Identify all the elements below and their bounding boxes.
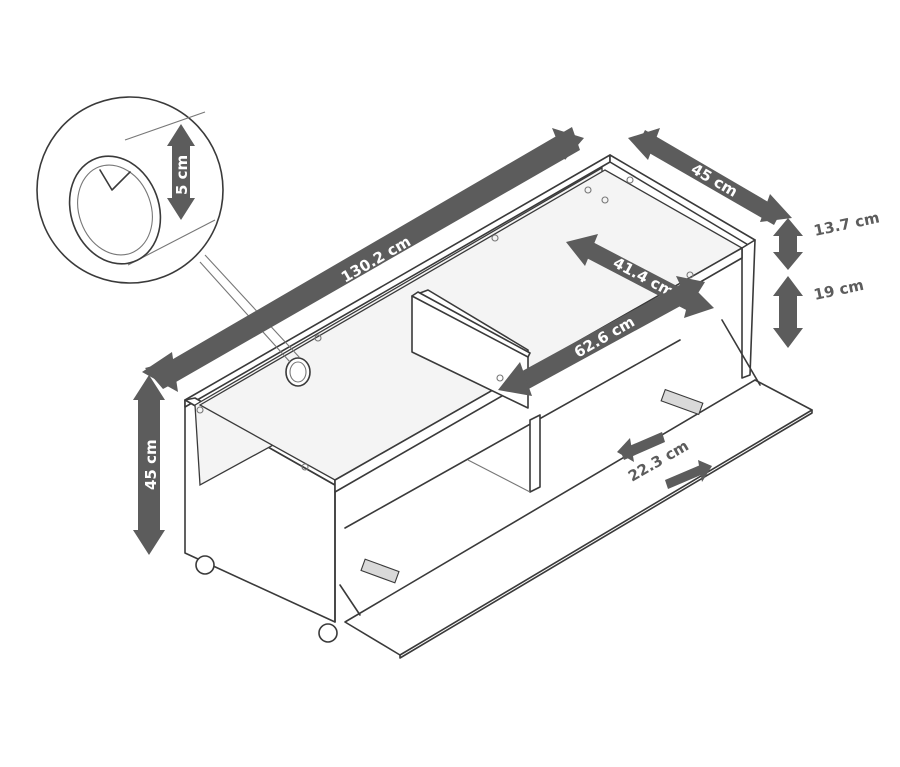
dim-height: 45 cm (133, 375, 165, 555)
dim-depth-label: 45 cm (688, 160, 741, 201)
dim-cable-hole-arrow (172, 142, 190, 202)
caster-left (195, 555, 215, 575)
dim-inner-width-arrow (515, 282, 695, 391)
dim-flap-height-label: 13.7 cm (812, 208, 881, 239)
casters (195, 555, 338, 643)
lower-inner-edge (344, 339, 681, 529)
zoom-line-bottom (204, 254, 301, 359)
lower-divider (529, 414, 541, 493)
zoom-cable-hole (68, 155, 162, 265)
zoom-line-top (199, 261, 291, 363)
dim-depth-arrow (637, 130, 782, 225)
strut-left (339, 584, 361, 616)
dowel-holes (196, 176, 694, 471)
dim-compartment-height: 19 cm (773, 276, 865, 348)
dim-flap-height-arrow (779, 232, 797, 254)
strut-right (721, 319, 761, 386)
hinge-left (360, 558, 400, 584)
dim-height-arrow (138, 395, 160, 535)
upper-divider-edge (411, 291, 531, 358)
caster-front (318, 623, 338, 643)
dim-cable-hole-label: 5 cm (173, 155, 191, 195)
hinge-right (660, 388, 704, 416)
lower-shelf-line (467, 459, 531, 493)
dim-compartment-height-label: 19 cm (812, 276, 865, 304)
cable-hole (285, 357, 311, 387)
dim-cable-hole: 5 cm (167, 124, 195, 220)
dim-drawer-depth-arrow-bottom (665, 463, 708, 489)
flap-door (344, 379, 813, 659)
dim-compartment-height-arrow (779, 292, 797, 332)
right-side-panel (741, 239, 756, 379)
hinges (339, 319, 761, 616)
dim-height-label: 45 cm (142, 439, 160, 490)
dim-width-arrow (145, 127, 580, 389)
